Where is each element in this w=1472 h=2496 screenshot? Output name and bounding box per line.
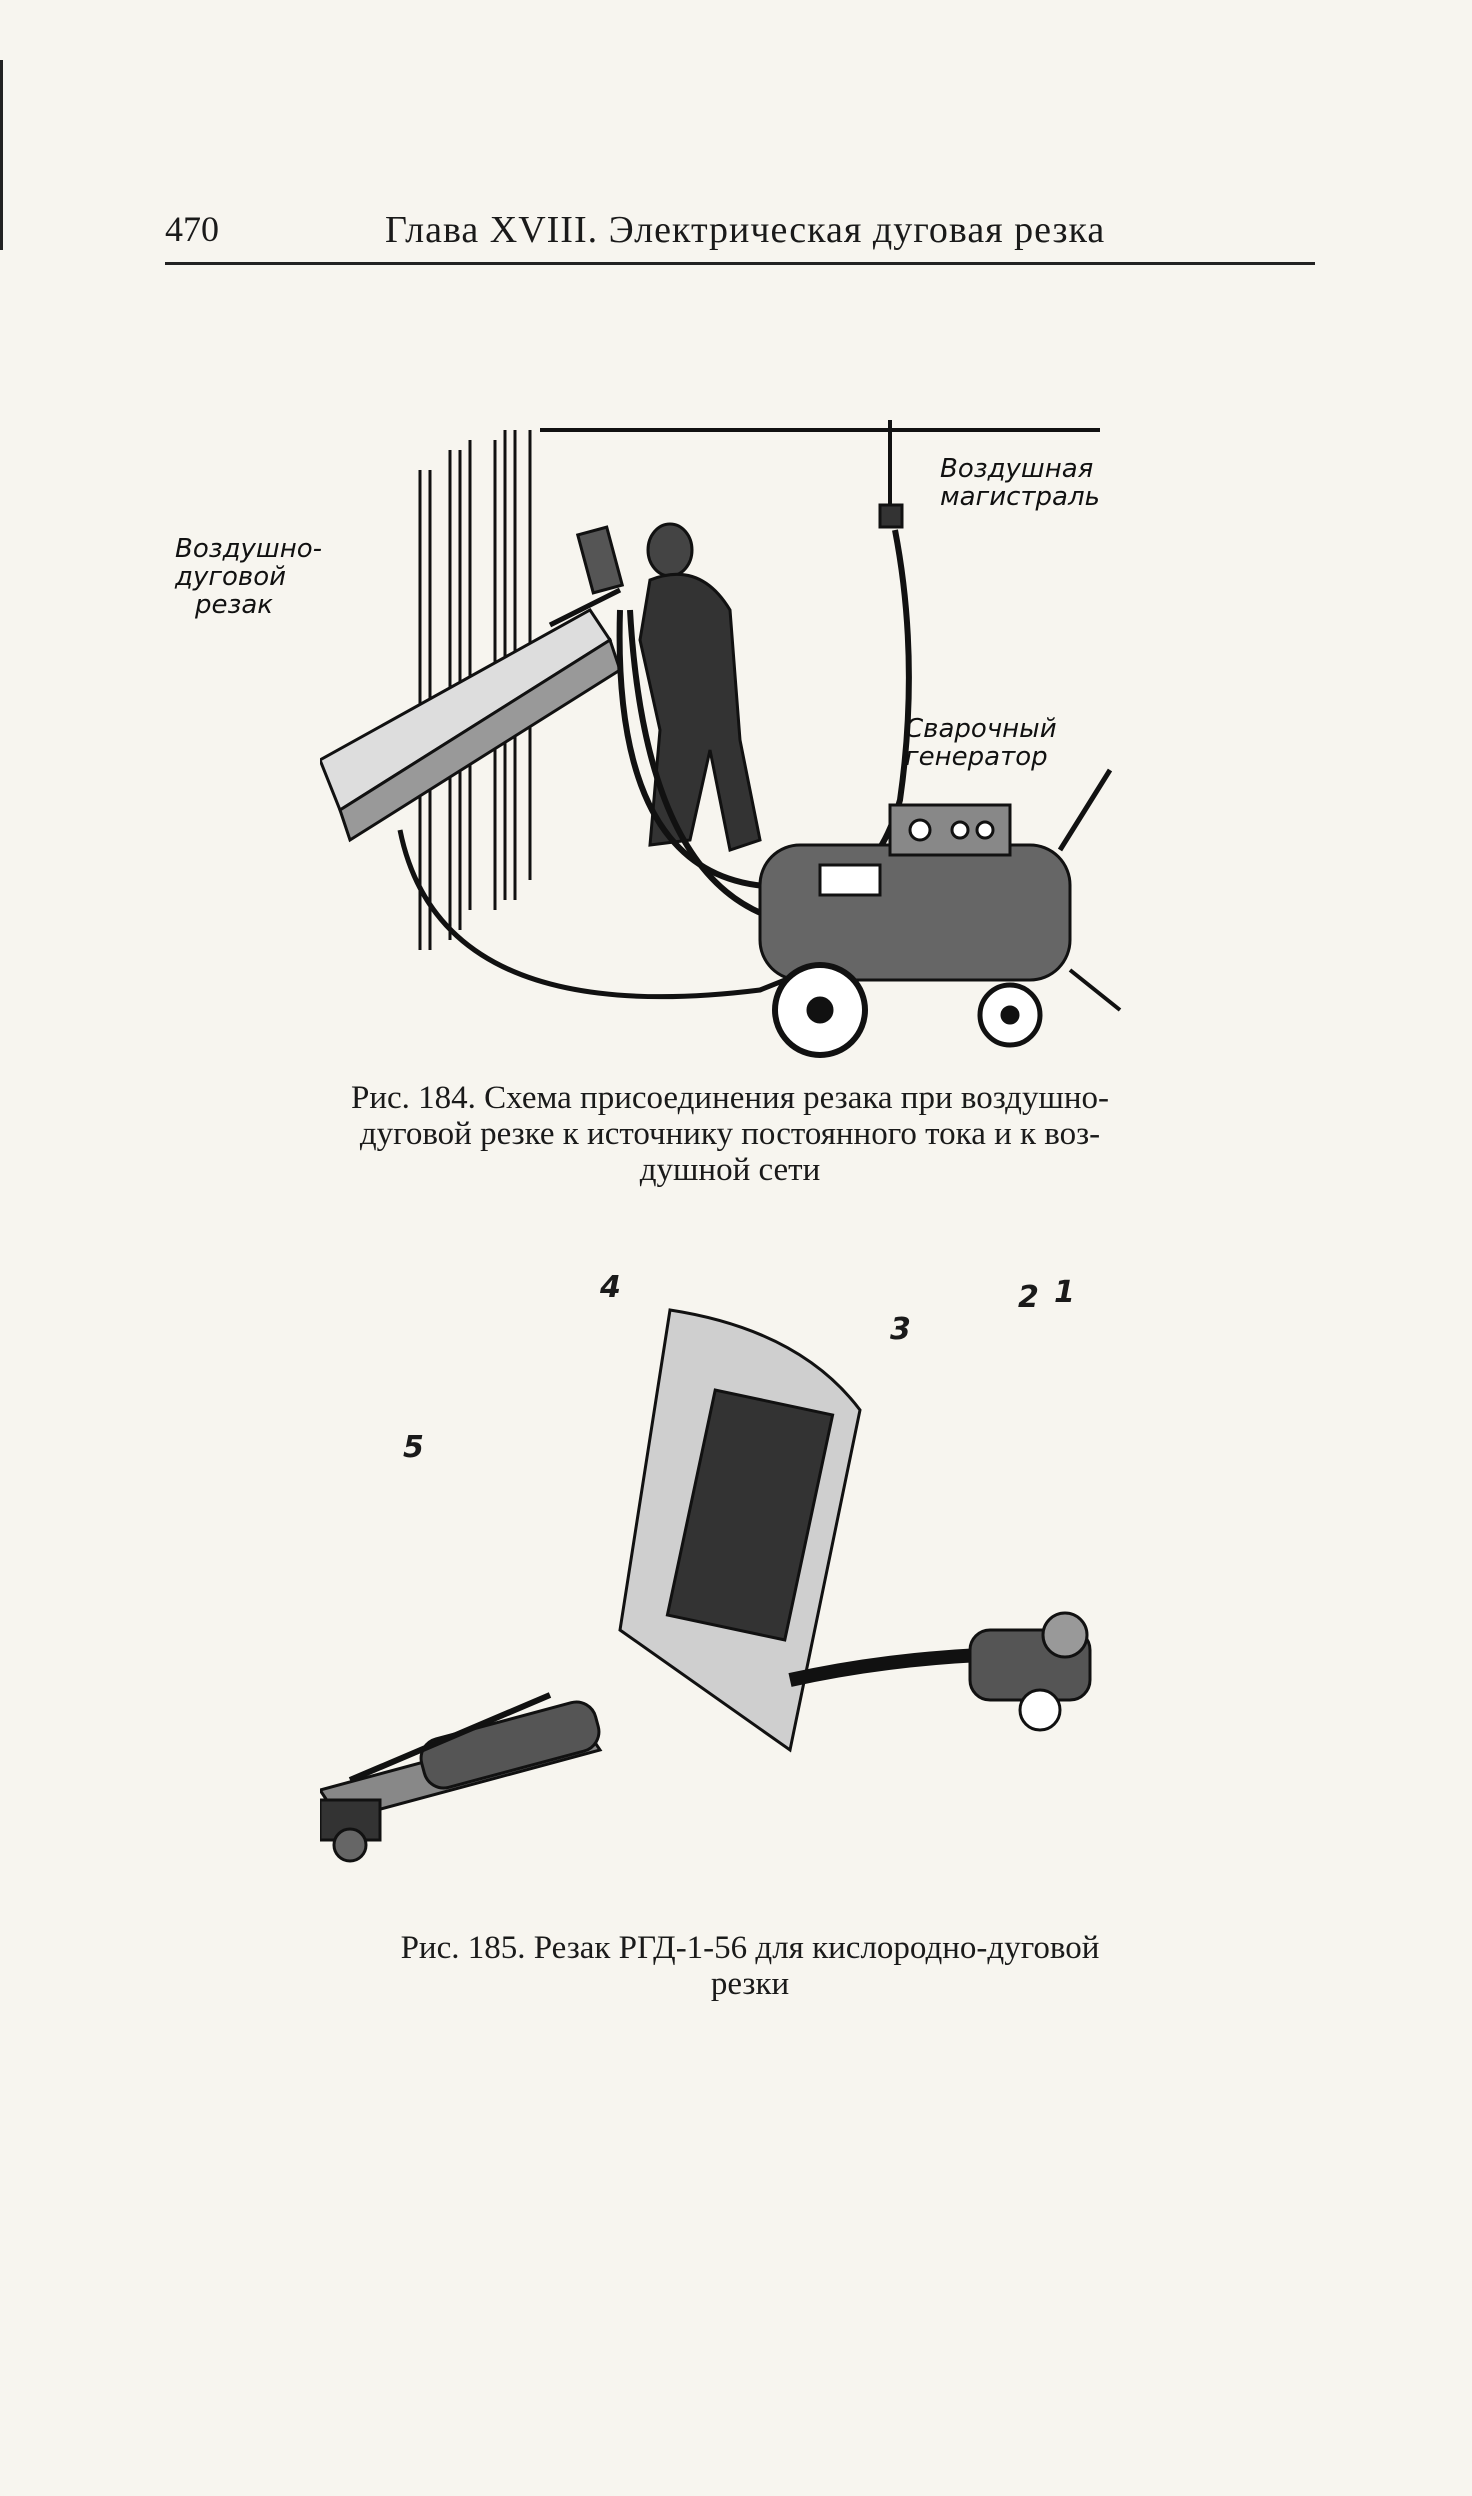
- part-number-3: 3: [890, 1312, 911, 1347]
- label-generator-line-1: Сварочный: [905, 714, 1057, 744]
- page-header: 470 Глава XVIII. Электрическая дуговая р…: [165, 200, 1315, 260]
- caption-184-line-3: душной сети: [639, 1152, 821, 1188]
- part-number-1: 1: [1054, 1275, 1075, 1310]
- label-generator-line-2: генератор: [905, 742, 1048, 772]
- caption-185-line-2: резки: [710, 1966, 790, 2002]
- label-generator: Сварочный генератор: [905, 715, 1105, 771]
- label-cutter-line-3: резак: [195, 590, 273, 620]
- label-cutter: Воздушно- дуговой резак: [175, 534, 323, 620]
- header-rule: [165, 262, 1315, 265]
- figure-185: 1 2 3 4 5: [317, 1270, 1200, 1880]
- part-number-2: 2: [1018, 1280, 1039, 1315]
- part-number-5: 5: [403, 1430, 424, 1465]
- label-cutter-line-2: дуговой: [175, 562, 287, 592]
- label-air-line-line-1: Воздушная: [940, 454, 1094, 484]
- figure-184: Воздушно- дуговой резак Воздушная магист…: [175, 410, 1200, 1070]
- caption-184-line-2: дуговой резке к источнику постоянного то…: [359, 1116, 1101, 1152]
- caption-184-line-1: Рис. 184. Схема присоединения резака при…: [350, 1080, 1110, 1116]
- part-number-4: 4: [600, 1270, 621, 1305]
- running-head: Глава XVIII. Электрическая дуговая резка: [385, 209, 1106, 251]
- caption-figure-184: Рис. 184. Схема присоединения резака при…: [260, 1080, 1200, 1188]
- page-edge: [0, 60, 3, 250]
- page-number: 470: [165, 209, 219, 249]
- caption-185-line-1: Рис. 185. Резак РГД-1-56 для кислородно-…: [400, 1930, 1100, 1966]
- figure-185-illustration: [317, 1308, 1092, 1863]
- caption-figure-185: Рис. 185. Резак РГД-1-56 для кислородно-…: [300, 1930, 1200, 2002]
- label-cutter-line-1: Воздушно-: [175, 534, 323, 564]
- figure-184-illustration: [318, 420, 1122, 1058]
- label-air-line-line-2: магистраль: [940, 482, 1100, 512]
- label-air-line: Воздушная магистраль: [940, 455, 1140, 511]
